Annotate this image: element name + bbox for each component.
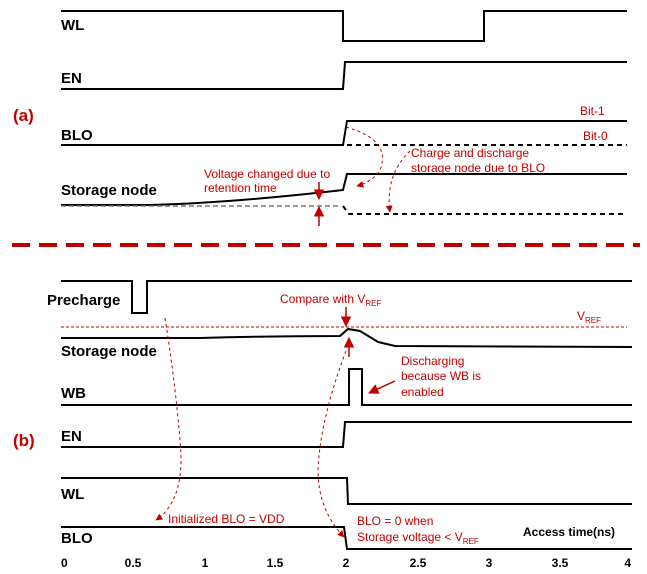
wb-label: WB	[61, 385, 86, 402]
vref-label: VREF	[577, 309, 601, 325]
storage-node-label-b: Storage node	[61, 343, 157, 360]
tick-label: 4	[624, 556, 631, 570]
storage-waveform-bit0	[342, 205, 627, 215]
tick-label: 1.5	[267, 556, 284, 570]
precharge-to-blo-arrow	[155, 317, 182, 521]
wl-label-a: WL	[61, 17, 84, 34]
panel-a-label: (a)	[13, 106, 34, 125]
tick-label: 0	[61, 556, 68, 570]
compare-text: Compare with V	[280, 292, 365, 306]
retention-annotation-line1: Voltage changed due to	[204, 167, 330, 181]
en-waveform-a	[61, 61, 627, 90]
tick-label: 0.5	[125, 556, 142, 570]
discharging-arrow	[368, 380, 396, 394]
tick-label: 1	[202, 556, 209, 570]
blo-zero-text: Storage voltage < V	[357, 530, 463, 544]
tick-label: 3.5	[552, 556, 569, 570]
wl-waveform-a	[61, 10, 627, 42]
blo-zero-line2: Storage voltage < VREF	[357, 530, 479, 546]
wl-waveform-b	[61, 477, 632, 505]
storage-waveform-bit1	[61, 173, 627, 206]
blo-zero-line1: BLO = 0 when	[357, 514, 433, 528]
blo-label-a: BLO	[61, 127, 93, 144]
wb-waveform	[61, 368, 632, 406]
tick-label: 2.5	[410, 556, 427, 570]
init-blo-annotation: Initialized BLO = VDD	[168, 512, 285, 526]
en-label-a: EN	[61, 70, 82, 87]
axis-title: Access time(ns)	[523, 525, 615, 539]
storage-waveform-b	[61, 327, 633, 348]
retention-annotation-line2: retention time	[204, 181, 277, 195]
wl-label-b: WL	[61, 486, 84, 503]
charge-annotation-line1: Charge and discharge	[411, 146, 529, 160]
panel-b-label: (b)	[13, 431, 35, 450]
en-label-b: EN	[61, 428, 82, 445]
precharge-label: Precharge	[47, 292, 120, 309]
en-waveform-b	[61, 421, 632, 448]
blo-label-b: BLO	[61, 530, 93, 547]
charge-annotation-line2: storage node due to BLO	[411, 161, 545, 175]
axis-ticks: 0 0.5 1 1.5 2 2.5 3 3.5 4	[61, 556, 631, 570]
discharging-line2: because WB is	[401, 369, 481, 383]
tick-label: 2	[343, 556, 350, 570]
compare-annotation: Compare with VREF	[280, 292, 381, 308]
precharge-waveform	[61, 280, 632, 314]
vref-text: V	[577, 309, 585, 323]
blo-waveform-bit1	[61, 120, 627, 146]
discharging-line1: Discharging	[401, 354, 464, 368]
charge-arrow-bit1	[345, 126, 383, 188]
storage-node-label-a: Storage node	[61, 182, 157, 199]
bit1-label: Bit-1	[580, 104, 605, 118]
vref-sub: REF	[585, 316, 601, 325]
discharging-line3: enabled	[401, 385, 444, 399]
compare-sub: REF	[365, 299, 381, 308]
storage-to-blo-arrow	[317, 350, 347, 538]
bit0-label: Bit-0	[583, 129, 608, 143]
charge-arrow-bit0	[385, 150, 411, 213]
tick-label: 3	[486, 556, 493, 570]
blo-waveform-b	[61, 526, 632, 550]
blo-zero-sub: REF	[463, 537, 479, 546]
